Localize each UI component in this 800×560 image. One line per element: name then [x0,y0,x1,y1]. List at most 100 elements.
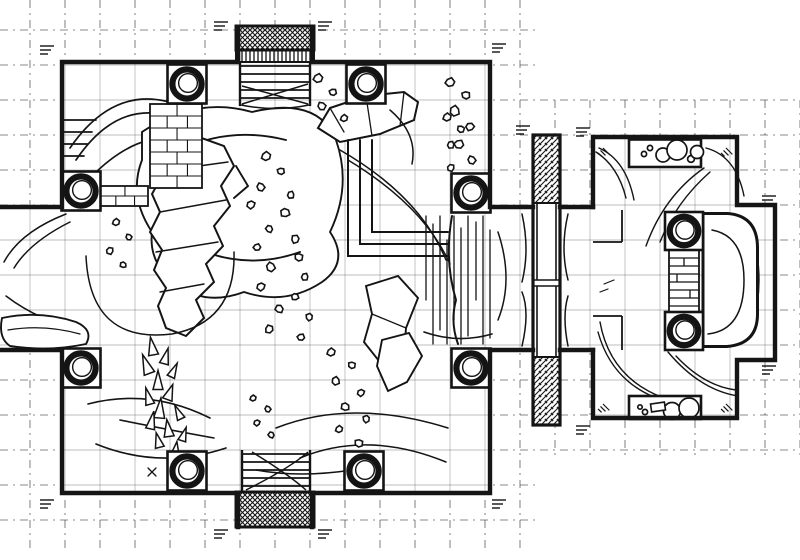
inner-tick [597,403,610,413]
stair-rails-top [238,62,312,106]
boulder [678,397,700,419]
dais-inner-line [707,229,745,335]
stone [265,406,271,412]
stone [253,243,262,252]
pillar [663,310,705,352]
stone [457,125,466,134]
pillar [450,347,492,389]
hall-pillars [60,63,492,492]
stone [266,262,276,272]
boulder [689,144,705,160]
plank-tendril [447,215,459,345]
hatch-tick [762,195,776,205]
stone [313,73,323,83]
door-wall-hatch-bottom [532,356,561,426]
west-arm-slab [0,313,90,350]
pillar [166,63,208,105]
stone [327,348,335,356]
stone [126,234,133,241]
stone [294,252,305,263]
hatch-tick [318,21,332,31]
doorway-jambs [533,203,560,357]
pillar [450,172,492,214]
pillar [663,210,705,252]
splinter [171,404,185,421]
stone-block [649,401,667,413]
stone [331,376,342,387]
south-stair-entrance [234,450,316,529]
pillar [60,347,102,389]
hatch-tick [40,45,54,55]
splinter [167,362,181,379]
plank-texture [425,215,491,345]
stone [276,166,286,176]
stone [296,332,306,342]
stone [106,247,115,256]
pillar [345,63,387,105]
boulder [646,144,654,152]
shrine-pillars [663,210,705,352]
stone [448,104,462,118]
hatch-tick [492,43,506,53]
door-wall-hatch-top [532,134,561,204]
stone [460,89,471,100]
stone [113,219,120,226]
corner-hatch-ticks [40,21,776,539]
stone [274,304,283,313]
pillar [343,450,385,492]
splinter [178,426,190,442]
fallen-slab [316,90,420,144]
stone [257,183,265,191]
brick-pier [99,185,149,207]
stone [328,87,338,97]
boulder [666,139,688,161]
stone [289,233,300,244]
alcove-stones [636,139,705,421]
stone [264,324,274,334]
splinter [154,398,167,419]
stone [119,261,127,269]
hatch-tick [318,529,332,539]
stair-cross-bottom [245,451,309,491]
stone [340,402,351,413]
stone [254,420,260,426]
boulder [641,408,649,416]
splinter [152,432,164,449]
stone [266,226,273,233]
hatch-tick [516,125,530,135]
stone [257,283,265,291]
stone [341,115,348,122]
stone [444,76,455,87]
hatch-tick [576,425,590,435]
stone [304,312,314,322]
inner-tick [720,147,733,157]
floor-sweep-arcs [3,109,569,477]
stone [446,140,456,150]
splinter [163,383,178,401]
boulder [640,150,648,158]
gate-fringe [235,49,315,63]
inner-tick [597,147,610,157]
brick-piers [99,103,203,207]
stone [358,390,365,397]
stone [354,438,365,449]
stone [262,152,271,161]
large-debris [362,274,424,393]
hatch-tick [214,21,228,31]
inner-corner-ticks [597,147,733,413]
splinter [153,371,163,390]
great-hall-walls [0,25,596,530]
stone [247,201,255,209]
stone [268,432,274,438]
stair-cross-top [240,83,310,110]
boulder [636,403,644,411]
splinter [160,347,173,365]
pillar [166,450,208,492]
corridor-jog [593,210,623,350]
door-wall-structure [531,133,623,427]
hatch-tick [492,499,506,509]
pillar [60,170,102,212]
splinter [141,387,154,406]
splinter-debris [137,336,190,455]
